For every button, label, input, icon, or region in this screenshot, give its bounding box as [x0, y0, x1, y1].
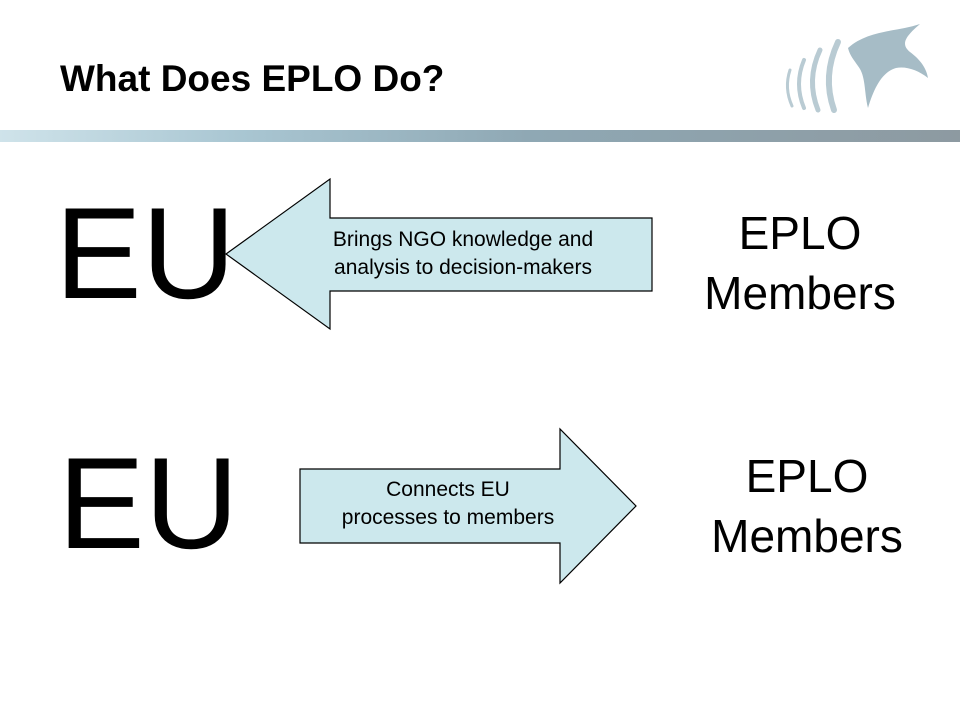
- eplo-members-bottom-line-1: EPLO: [745, 450, 869, 502]
- eplo-members-bottom: EPLO Members: [677, 446, 937, 566]
- eplo-members-top-line-2: Members: [704, 267, 896, 319]
- eplo-members-top: EPLO Members: [670, 203, 930, 323]
- right-arrow-shape: [299, 427, 637, 585]
- arrow-text-top: Brings NGO knowledge and analysis to dec…: [268, 226, 658, 282]
- arrow-text-bottom-line-1: Connects EU: [386, 478, 510, 501]
- title-divider: [0, 130, 960, 142]
- slide-title: What Does EPLO Do?: [60, 58, 445, 99]
- arrow-text-bottom-line-2: processes to members: [341, 506, 555, 529]
- left-arrow-shape: [224, 177, 653, 331]
- eu-label-bottom: EU: [58, 430, 239, 576]
- arrow-text-top-line-1: Brings NGO knowledge and: [332, 228, 594, 251]
- eu-label-top: EU: [55, 180, 236, 326]
- eplo-members-top-line-1: EPLO: [738, 207, 862, 259]
- dove-logo-icon: [785, 24, 928, 113]
- arrow-text-bottom: Connects EU processes to members: [300, 476, 596, 532]
- eplo-members-bottom-line-2: Members: [711, 510, 903, 562]
- arrow-text-top-line-2: analysis to decision-makers: [334, 256, 592, 279]
